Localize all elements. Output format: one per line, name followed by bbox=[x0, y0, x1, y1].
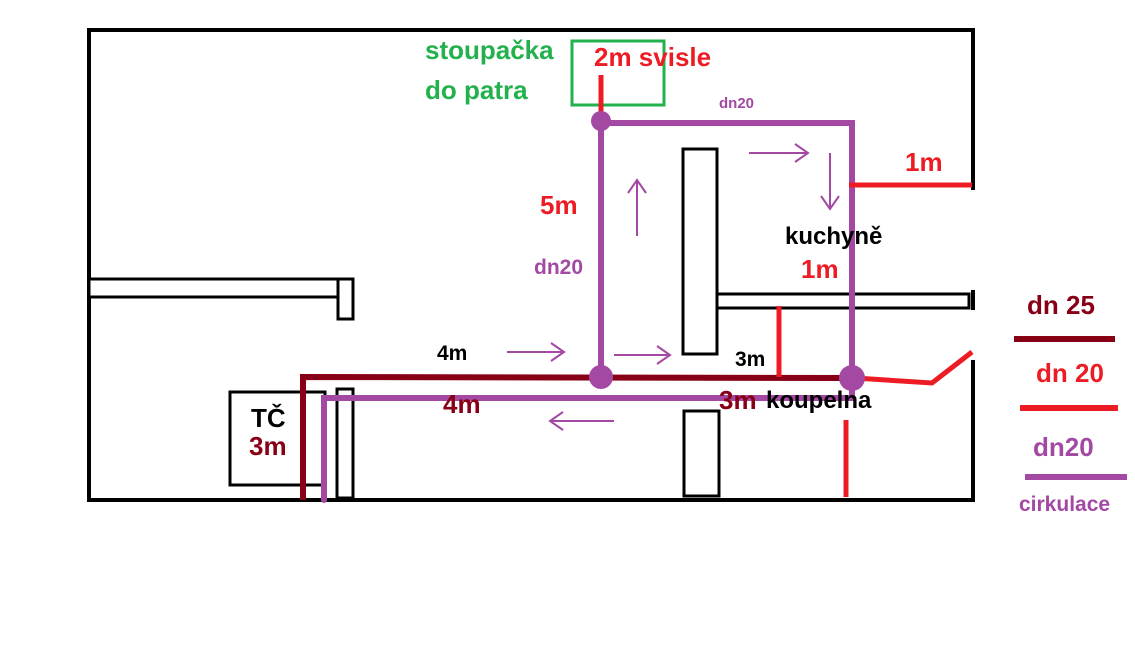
arrow-right-top bbox=[749, 143, 810, 163]
interior-walls bbox=[87, 147, 971, 500]
legend-dn25-label: dn 25 bbox=[1027, 290, 1095, 320]
arrow-right-main-2 bbox=[614, 345, 672, 365]
red-right-branch bbox=[854, 350, 974, 386]
wall-left-horizontal bbox=[87, 277, 341, 299]
kitchen-1m-right-label: 1m bbox=[905, 147, 943, 177]
wall-left-stub bbox=[336, 277, 355, 321]
dn20-top-label: dn20 bbox=[719, 95, 755, 112]
riser-label-line2: do patra bbox=[425, 75, 528, 105]
arrow-left-return bbox=[548, 411, 614, 431]
arrow-down-right bbox=[820, 153, 840, 211]
arrow-up-left bbox=[627, 178, 647, 236]
junction-top bbox=[591, 111, 611, 131]
legend-circulation-label: cirkulace bbox=[1019, 493, 1111, 516]
darkred-pipe-dn25 bbox=[300, 373, 853, 500]
tc-3m-label: 3m bbox=[249, 431, 287, 461]
vertical-2m-label: 2m svisle bbox=[594, 42, 712, 72]
flow-arrows bbox=[507, 143, 840, 431]
riser-label-line1: stoupačka bbox=[425, 35, 554, 65]
center-3m-black-label: 3m bbox=[735, 348, 766, 371]
junction-right bbox=[839, 365, 865, 391]
wall-center-column bbox=[681, 147, 719, 356]
legend-dn20-red-label: dn 20 bbox=[1036, 358, 1104, 388]
red-pipes-dn20 bbox=[598, 75, 974, 497]
outer-wall bbox=[87, 28, 975, 502]
main-4m-darkred-label: 4m bbox=[443, 389, 481, 419]
legend-dn20-purple-label: dn20 bbox=[1033, 432, 1094, 462]
purple-pipes-dn20 bbox=[321, 120, 855, 503]
wall-right-horizontal bbox=[715, 292, 971, 310]
tc-label: TČ bbox=[251, 403, 286, 433]
kitchen-1m-label: 1m bbox=[801, 254, 839, 284]
arrow-right-main-1 bbox=[507, 342, 566, 362]
dn20-left-label: dn20 bbox=[534, 256, 584, 279]
riser-box bbox=[570, 39, 666, 107]
junction-middle bbox=[589, 365, 613, 389]
left-5m-label: 5m bbox=[540, 190, 578, 220]
wall-bottom-left bbox=[335, 387, 355, 500]
main-4m-black-label: 4m bbox=[437, 342, 468, 365]
kitchen-label: kuchyně bbox=[785, 223, 883, 250]
purple-pipe-top bbox=[598, 120, 855, 381]
tc-unit-box bbox=[228, 390, 327, 487]
wall-bottom-column bbox=[682, 409, 721, 498]
bathroom-label: koupelna bbox=[766, 387, 872, 414]
center-3m-darkred-label: 3m bbox=[719, 385, 757, 415]
